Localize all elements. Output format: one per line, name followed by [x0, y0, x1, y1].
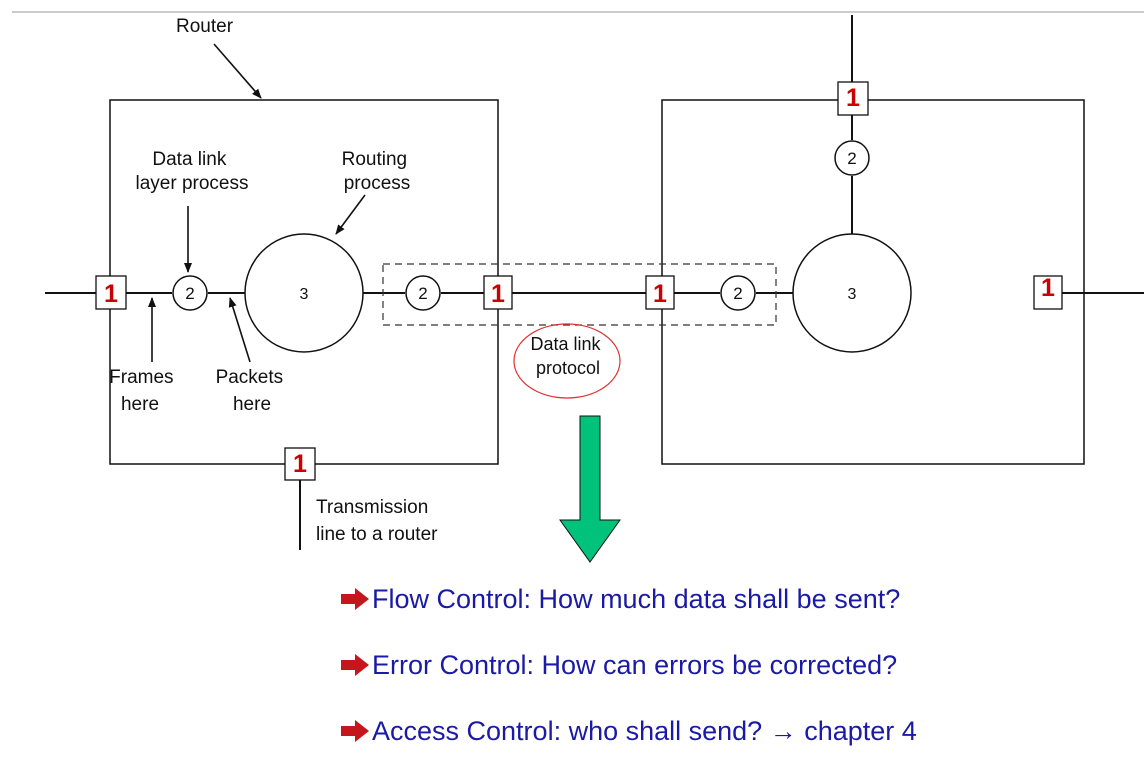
layer2-node-left-a: 2	[172, 275, 208, 311]
control-bullet-list: Flow Control: How much data shall be sen…	[340, 584, 917, 782]
layer2-label: 2	[185, 284, 194, 303]
layer1-label: 1	[293, 450, 307, 478]
layer1-box-right-top: 1	[837, 81, 869, 116]
layer1-label: 1	[104, 280, 118, 308]
layer1-box-left-edge: 1	[95, 275, 127, 310]
layer1-label: 1	[1041, 274, 1055, 302]
red-arrow-icon	[341, 720, 369, 742]
routing-process-circle-left	[244, 233, 364, 353]
bullet-access-control: Access Control: who shall send? → chapte…	[340, 716, 917, 746]
bullet-text: Access Control: who shall send? → chapte…	[372, 715, 917, 746]
routing-process-label: Routing process	[342, 149, 413, 194]
layer1-label: 1	[846, 84, 860, 112]
router-diagram: 3 3 2 2 2 2 1 1 1 1 1 1 Router	[12, 11, 1144, 563]
packets-label: Packets here	[216, 367, 289, 415]
frames-label: Frames here	[109, 367, 179, 415]
layer1-box-right-inner: 1	[645, 275, 675, 310]
down-arrow-icon	[559, 415, 621, 563]
bullet-flow-control: Flow Control: How much data shall be sen…	[340, 584, 917, 614]
router-pointer-arrow	[213, 43, 262, 99]
transmission-label: Transmission line to a router	[316, 497, 438, 545]
layer2-node-left-b: 2	[405, 275, 441, 311]
layer3-label-right: 3	[848, 286, 857, 303]
red-arrow-icon	[341, 654, 369, 676]
routing-process-circle-right	[792, 233, 912, 353]
bullet-error-control: Error Control: How can errors be correct…	[340, 650, 917, 680]
packets-pointer-arrow	[228, 297, 251, 363]
layer2-label: 2	[733, 284, 742, 303]
routing-pointer-arrow	[335, 194, 366, 235]
layer2-label: 2	[418, 284, 427, 303]
layer2-node-right-top: 2	[834, 140, 870, 176]
layer1-box-right-edge: 1	[1033, 274, 1063, 310]
data-link-dashed-box	[382, 263, 777, 326]
red-arrow-icon	[341, 588, 369, 610]
protocol-highlight-ellipse	[513, 323, 621, 399]
layer1-label: 1	[653, 280, 667, 308]
layer2-label: 2	[847, 149, 856, 168]
dll-process-label: Data link layer process	[136, 149, 249, 194]
bullet-text: Flow Control: How much data shall be sen…	[372, 583, 901, 614]
layer3-label-left: 3	[300, 286, 309, 303]
layer2-node-right-a: 2	[720, 275, 756, 311]
protocol-label: Data link protocol	[530, 334, 605, 378]
layer1-box-bottom: 1	[284, 447, 316, 481]
layer1-label: 1	[491, 280, 505, 308]
layer1-box-left-inner: 1	[483, 275, 513, 310]
bullet-text: Error Control: How can errors be correct…	[372, 649, 898, 680]
router-label: Router	[176, 16, 234, 37]
